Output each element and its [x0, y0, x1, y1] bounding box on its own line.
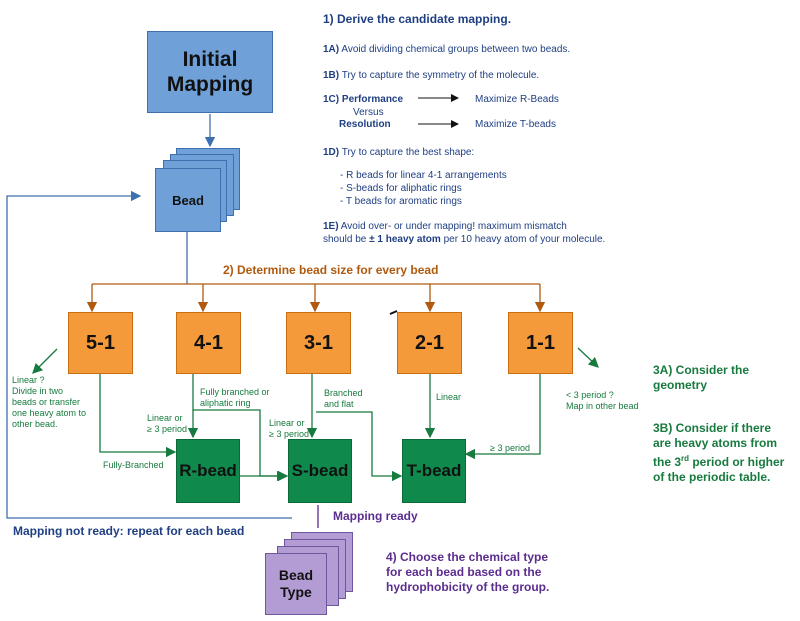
- note-lt3-1: < 3 period ?: [566, 390, 614, 400]
- step1-title: 1) Derive the candidate mapping.: [323, 12, 512, 26]
- step1c-perf: 1C) Performance: [323, 94, 403, 106]
- note-fully-branched: Fully-Branched: [103, 460, 164, 470]
- step3b-line2: are heavy atoms from: [653, 436, 778, 450]
- t-bead-box: T-bead: [402, 439, 466, 503]
- note-linear-or-2: Linear or: [269, 418, 305, 428]
- size-box-2-1: 2-1: [397, 312, 462, 374]
- step1a: 1A) Avoid dividing chemical groups betwe…: [323, 44, 570, 56]
- step1c-maximize-r: Maximize R-Beads: [475, 94, 559, 105]
- step3a-line1: 3A) Consider the: [653, 363, 750, 377]
- step1c-maximize-t: Maximize T-beads: [475, 119, 556, 130]
- initial-mapping-box: Initial Mapping: [147, 31, 273, 113]
- note-lt3: < 3 period ? Map in other bead: [566, 390, 639, 412]
- size-box-5-1: 5-1: [68, 312, 133, 374]
- arrow-5-1-linear: [32, 348, 58, 374]
- step1c-num: 1C): [323, 94, 340, 105]
- bead-type-line1: Bead: [278, 567, 314, 583]
- line-1-1-to-t-bead: [464, 374, 541, 460]
- step1d: 1D) Try to capture the best shape:: [323, 147, 474, 159]
- step1d-item-t: - T beads for aromatic rings: [340, 196, 462, 207]
- note-branched: Branched: [324, 388, 363, 398]
- note-linear-3: beads or transfer: [12, 397, 81, 407]
- r-bead-label: R-bead: [179, 461, 237, 480]
- size-box-4-1: 4-1: [176, 312, 241, 374]
- note-linear-5: other bead.: [12, 419, 58, 429]
- dash-mark: [389, 310, 398, 315]
- note-ge3-2: ≥ 3 period: [269, 429, 309, 439]
- bead-label: Bead: [172, 192, 204, 208]
- line-3-1-to-t-bead: [316, 411, 403, 482]
- step1e-bold: ± 1 heavy atom: [369, 234, 441, 245]
- step3b-line3: the 3rd period or higher: [653, 451, 784, 470]
- step1a-num: 1A): [323, 44, 340, 55]
- step3b: 3B) Consider if there are heavy atoms fr…: [653, 421, 784, 485]
- step1e-line2: should be ± 1 heavy atom per 10 heavy at…: [323, 234, 605, 246]
- mapping-ready: Mapping ready: [333, 509, 418, 523]
- step1b: 1B) Try to capture the symmetry of the m…: [323, 70, 539, 82]
- step1d-item-r: - R beads for linear 4-1 arrangements: [340, 170, 507, 181]
- step1d-item-s: - S-beads for aliphatic rings: [340, 183, 462, 194]
- note-flat: and flat: [324, 399, 354, 409]
- step1c-performance: Performance: [341, 94, 404, 105]
- step4: 4) Choose the chemical type for each bea…: [386, 550, 549, 595]
- bead-type-line2: Type: [280, 584, 312, 600]
- s-bead-box: S-bead: [288, 439, 352, 503]
- initial-mapping-line2: Mapping: [166, 73, 254, 96]
- step3b-sup: rd: [681, 454, 690, 463]
- step1c-resolution: Resolution: [339, 119, 391, 130]
- step1a-text: Avoid dividing chemical groups between t…: [341, 44, 571, 55]
- step3b-post: period or higher: [689, 455, 785, 469]
- bead-box: Bead: [155, 168, 221, 232]
- step3b-line4: of the periodic table.: [653, 470, 771, 484]
- step3a-line2: geometry: [653, 378, 708, 392]
- note-ge3-3: ≥ 3 period: [490, 443, 530, 453]
- step1d-text: Try to capture the best shape:: [341, 147, 475, 158]
- step3b-pre: the 3: [653, 455, 682, 469]
- note-linear-1: Linear ?: [12, 375, 45, 385]
- step1d-num: 1D): [323, 147, 340, 158]
- size-label-1-1: 1-1: [526, 331, 555, 354]
- step3a: 3A) Consider the geometry: [653, 363, 749, 393]
- note-fb-aliphatic-2: aliphatic ring: [200, 398, 251, 408]
- step3b-line1: 3B) Consider if there: [653, 421, 772, 435]
- note-ge3-1: ≥ 3 period: [147, 424, 187, 434]
- step1c-versus: Versus: [353, 107, 384, 118]
- step1e-text: Avoid over- or under mapping! maximum mi…: [340, 221, 567, 232]
- size-label-4-1: 4-1: [194, 331, 223, 354]
- initial-mapping-line1: Initial: [182, 48, 238, 71]
- size-label-5-1: 5-1: [86, 331, 115, 354]
- t-bead-label: T-bead: [406, 461, 462, 480]
- note-fb-aliphatic-1: Fully branched or: [200, 387, 270, 397]
- step1e-line1: 1E) Avoid over- or under mapping! maximu…: [323, 221, 567, 233]
- size-box-3-1: 3-1: [286, 312, 351, 374]
- note-linear: Linear ? Divide in two beads or transfer…: [12, 375, 86, 430]
- bead-type-box: Bead Type: [265, 553, 327, 615]
- note-linear-or-1: Linear or: [147, 413, 183, 423]
- size-label-2-1: 2-1: [415, 331, 444, 354]
- note-linear-t: Linear: [436, 392, 462, 402]
- size-label-3-1: 3-1: [304, 331, 333, 354]
- step1b-text: Try to capture the symmetry of the molec…: [341, 70, 540, 81]
- line-5-1-to-r-bead: [99, 374, 177, 458]
- note-fb-aliphatic: Fully branched or aliphatic ring: [200, 387, 270, 409]
- step1e-post: per 10 heavy atom of your molecule.: [440, 234, 606, 245]
- loop-back-line: [6, 190, 292, 519]
- step4-line2: for each bead based on the: [386, 565, 542, 579]
- note-linear-2: Divide in two: [12, 386, 64, 396]
- arrow-1-1-geometry: [577, 347, 599, 368]
- note-branched-flat: Branched and flat: [324, 388, 363, 410]
- step1e-num: 1E): [323, 221, 339, 232]
- r-bead-box: R-bead: [176, 439, 240, 503]
- step1b-num: 1B): [323, 70, 340, 81]
- s-bead-label: S-bead: [291, 461, 349, 480]
- step4-line1: 4) Choose the chemical type: [386, 550, 549, 564]
- size-box-1-1: 1-1: [508, 312, 573, 374]
- step1e-pre: should be: [323, 234, 370, 245]
- step2-title: 2) Determine bead size for every bead: [223, 263, 439, 277]
- note-lt3-2: Map in other bead: [566, 401, 639, 411]
- mapping-not-ready: Mapping not ready: repeat for each bead: [13, 524, 245, 538]
- step4-line3: hydrophobicity of the group.: [386, 580, 550, 594]
- note-linear-4: one heavy atom to: [12, 408, 87, 418]
